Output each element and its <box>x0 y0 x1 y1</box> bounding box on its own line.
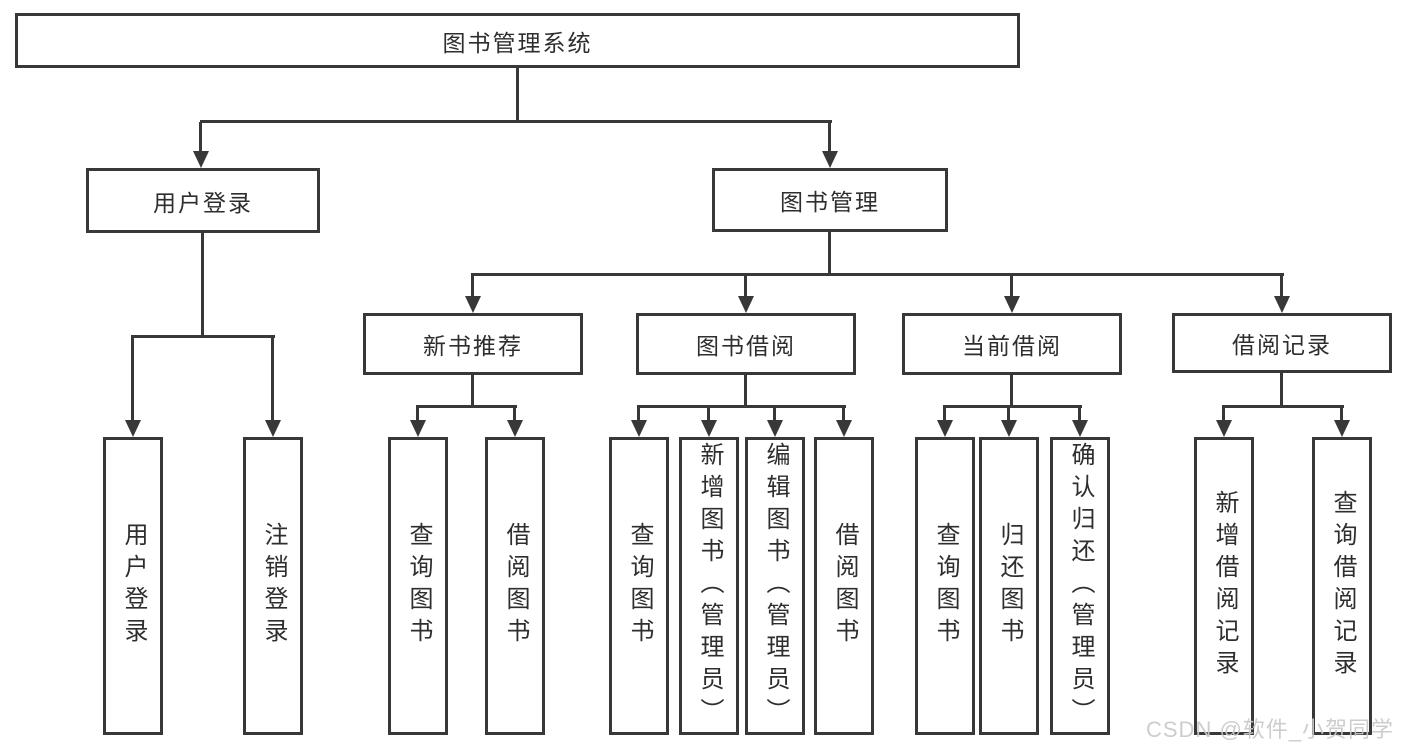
leaf-bb-add-books-label: 新增图书（管理员） <box>696 442 723 730</box>
arrowhead-to-current-borrow <box>1004 296 1020 313</box>
connector-to-new-book-rec-line <box>471 276 474 298</box>
node-borrow-records: 借阅记录 <box>1172 313 1392 373</box>
connector-to-cb-confirm-line <box>1078 408 1081 422</box>
leaf-bb-query-books-label: 查询图书 <box>626 522 653 650</box>
leaf-rec-query-books: 查询图书 <box>388 437 448 735</box>
arrowhead-to-rec-borrow <box>507 420 523 437</box>
connector-to-leaf-logout-line <box>271 338 274 422</box>
leaf-bb-borrow-books: 借阅图书 <box>814 437 874 735</box>
leaf-rec-borrow-books-label: 借阅图书 <box>502 522 529 650</box>
node-new-book-rec: 新书推荐 <box>363 313 583 375</box>
connector-borrow-records-hline <box>1222 405 1344 408</box>
connector-user-login-hline <box>131 335 275 338</box>
arrowhead-to-book-mgmt <box>822 151 838 168</box>
connector-to-bb-query-line <box>637 408 640 422</box>
connector-current-borrow-hline <box>943 405 1082 408</box>
connector-new-book-rec-hline <box>416 405 517 408</box>
leaf-rec-borrow-books: 借阅图书 <box>485 437 545 735</box>
arrowhead-to-rec-query <box>410 420 426 437</box>
csdn-watermark: CSDN @软件_小贺同学 <box>1146 717 1395 742</box>
node-root: 图书管理系统 <box>15 13 1020 68</box>
connector-book-borrow-stem <box>744 375 747 408</box>
node-book-mgmt: 图书管理 <box>712 168 948 232</box>
leaf-logout-label: 注销登录 <box>260 522 287 650</box>
leaf-br-query-record: 查询借阅记录 <box>1312 437 1372 735</box>
leaf-br-query-record-label: 查询借阅记录 <box>1329 490 1356 682</box>
arrowhead-to-borrow-records <box>1274 296 1290 313</box>
leaf-cb-confirm-return-label: 确认归还（管理员） <box>1067 442 1094 730</box>
connector-root-hline <box>200 120 832 123</box>
arrowhead-to-bb-query <box>631 420 647 437</box>
arrowhead-to-leaf-logout <box>265 420 281 437</box>
node-book-borrow-label: 图书借阅 <box>696 333 796 359</box>
leaf-logout: 注销登录 <box>243 437 303 735</box>
leaf-br-add-record: 新增借阅记录 <box>1194 437 1254 735</box>
arrowhead-to-br-add <box>1216 420 1232 437</box>
arrowhead-to-br-query <box>1334 420 1350 437</box>
node-current-borrow-label: 当前借阅 <box>962 333 1062 359</box>
leaf-user-login: 用户登录 <box>103 437 163 735</box>
connector-to-borrow-records-line <box>1280 276 1283 298</box>
connector-to-rec-query-line <box>416 408 419 422</box>
connector-to-book-borrow-line <box>744 276 747 298</box>
leaf-bb-query-books: 查询图书 <box>609 437 669 735</box>
arrowhead-to-book-borrow <box>738 296 754 313</box>
leaf-bb-borrow-books-label: 借阅图书 <box>831 522 858 650</box>
connector-borrow-records-stem <box>1280 373 1283 408</box>
leaf-cb-query-books: 查询图书 <box>915 437 975 735</box>
connector-to-book-mgmt-line <box>828 122 831 153</box>
arrowhead-to-cb-confirm <box>1072 420 1088 437</box>
connector-user-login-stem <box>201 233 204 337</box>
node-new-book-rec-label: 新书推荐 <box>423 333 523 359</box>
arrowhead-to-leaf-user-login <box>125 420 141 437</box>
connector-root-stem <box>516 68 519 121</box>
connector-to-bb-borrow-line <box>842 408 845 422</box>
leaf-cb-return-books: 归还图书 <box>979 437 1039 735</box>
leaf-cb-query-books-label: 查询图书 <box>932 522 959 650</box>
node-borrow-records-label: 借阅记录 <box>1232 332 1332 358</box>
arrowhead-to-bb-borrow <box>836 420 852 437</box>
node-book-borrow: 图书借阅 <box>636 313 856 375</box>
leaf-user-login-label: 用户登录 <box>120 522 147 650</box>
connector-current-borrow-stem <box>1010 375 1013 408</box>
leaf-bb-edit-books-label: 编辑图书（管理员） <box>762 442 789 730</box>
leaf-bb-add-books: 新增图书（管理员） <box>679 437 739 735</box>
arrowhead-to-cb-return <box>1001 420 1017 437</box>
node-book-mgmt-label: 图书管理 <box>780 189 880 215</box>
connector-to-bb-add-line <box>707 408 710 422</box>
leaf-cb-return-books-label: 归还图书 <box>996 522 1023 650</box>
connector-to-current-borrow-line <box>1010 276 1013 298</box>
connector-to-cb-return-line <box>1007 408 1010 422</box>
connector-to-bb-edit-line <box>773 408 776 422</box>
connector-book-mgmt-hline <box>471 273 1284 276</box>
connector-to-cb-query-line <box>943 408 946 422</box>
connector-to-br-query-line <box>1340 408 1343 422</box>
connector-book-mgmt-stem <box>828 232 831 276</box>
node-current-borrow: 当前借阅 <box>902 313 1122 375</box>
node-user-login: 用户登录 <box>86 168 320 233</box>
connector-new-book-rec-stem <box>471 375 474 408</box>
leaf-br-add-record-label: 新增借阅记录 <box>1211 490 1238 682</box>
leaf-bb-edit-books: 编辑图书（管理员） <box>745 437 805 735</box>
arrowhead-to-cb-query <box>937 420 953 437</box>
connector-to-leaf-user-login-line <box>131 338 134 422</box>
arrowhead-to-bb-add <box>701 420 717 437</box>
node-user-login-label: 用户登录 <box>153 189 253 216</box>
leaf-cb-confirm-return: 确认归还（管理员） <box>1050 437 1110 735</box>
arrowhead-to-new-book-rec <box>465 296 481 313</box>
leaf-rec-query-books-label: 查询图书 <box>405 522 432 650</box>
connector-to-rec-borrow-line <box>513 408 516 422</box>
connector-to-br-add-line <box>1222 408 1225 422</box>
arrowhead-to-bb-edit <box>767 420 783 437</box>
connector-book-borrow-hline <box>637 405 846 408</box>
connector-to-user-login-line <box>199 122 202 153</box>
arrowhead-to-user-login <box>193 151 209 168</box>
node-root-label: 图书管理系统 <box>442 29 593 56</box>
